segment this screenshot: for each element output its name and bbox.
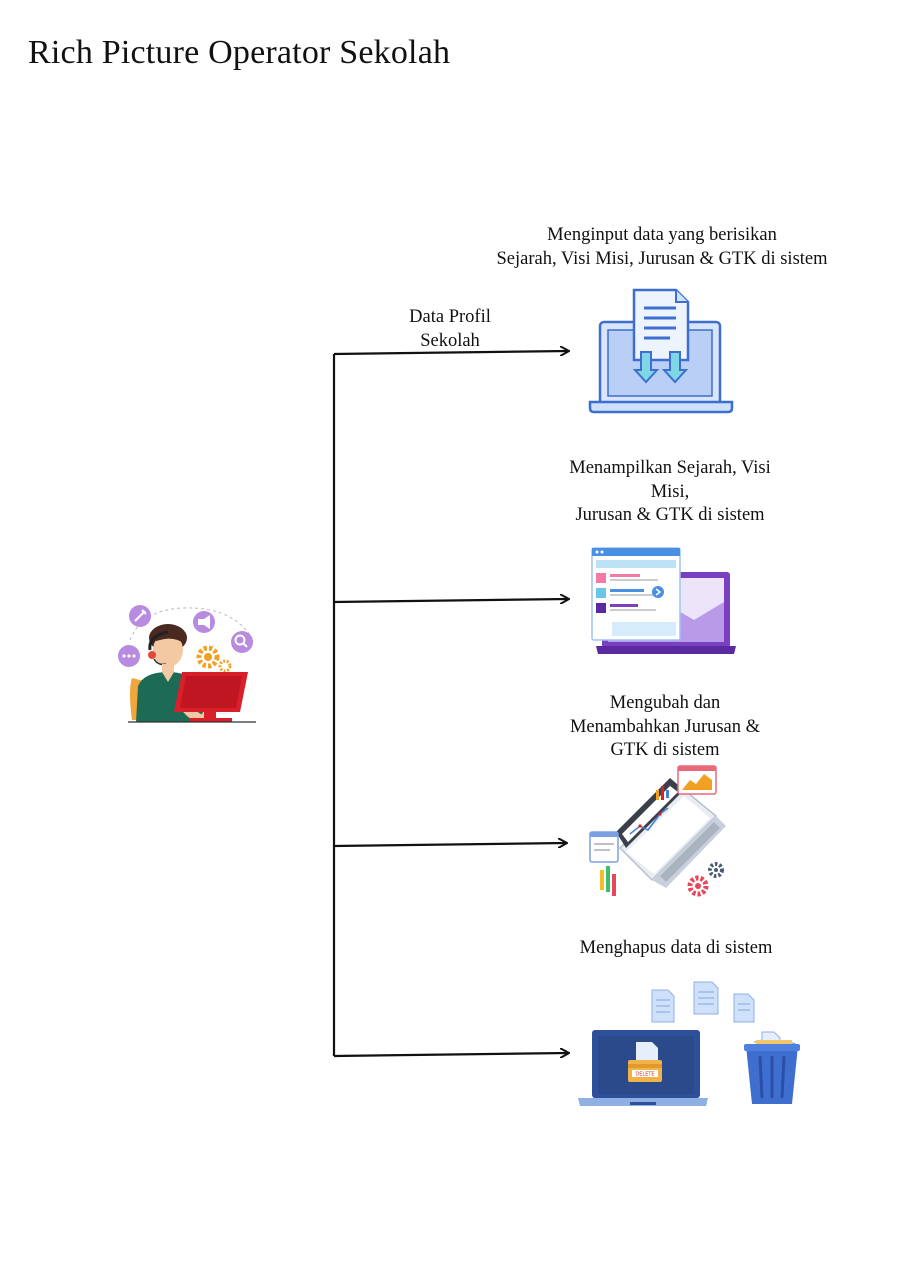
- laptop-delete-trash-icon: DELETE: [578, 981, 800, 1106]
- laptop-charts-gears-icon: [589, 765, 726, 897]
- arrow-2: [333, 599, 568, 602]
- laptop-web-pages-icon: [591, 547, 736, 654]
- item-4-label: Menghapus data di sistem: [579, 938, 773, 958]
- edge-label: Data Profil Sekolah: [409, 307, 491, 351]
- arrow-1: [333, 351, 568, 354]
- operator-at-computer-icon: [118, 605, 256, 723]
- arrow-3: [333, 843, 566, 846]
- delete-tag: DELETE: [635, 1072, 654, 1078]
- item-3-label: Mengubah dan Menambahkan Jurusan & GTK d…: [569, 693, 761, 760]
- item-1-label: Menginput data yang berisikan Sejarah, V…: [496, 225, 828, 269]
- page-title: Rich Picture Operator Sekolah: [28, 34, 451, 71]
- laptop-document-download-icon: [588, 288, 734, 414]
- arrow-4: [333, 1053, 568, 1056]
- item-2-label: Menampilkan Sejarah, Visi Misi, Jurusan …: [569, 458, 771, 525]
